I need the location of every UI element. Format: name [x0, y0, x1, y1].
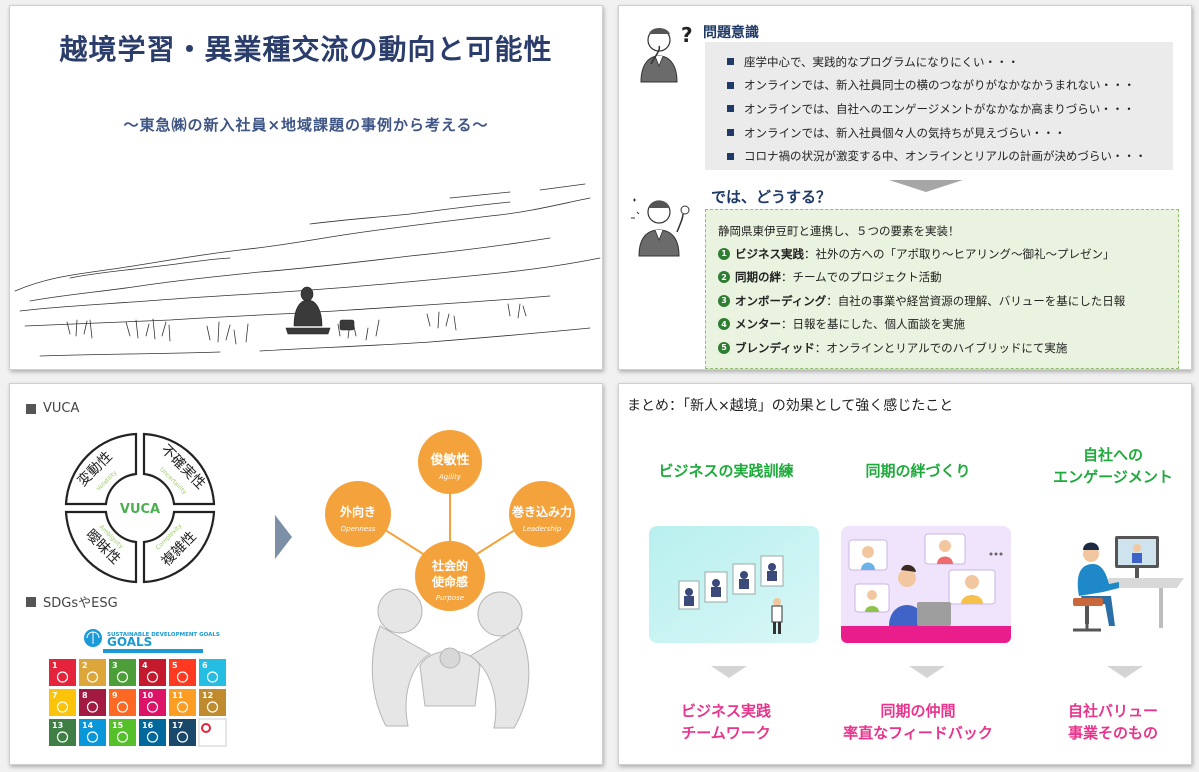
sdg-goal-number: 12 [202, 691, 213, 700]
summary-title: まとめ：「新人×越境」の効果として強く感じたこと [627, 398, 954, 414]
sdg-goal-icon [176, 701, 189, 713]
svg-text:VUCA: VUCA [120, 502, 160, 517]
slide1-title: 越境学習・異業種交流の動向と可能性 [59, 33, 553, 66]
svg-text:社会的: 社会的 [431, 558, 468, 573]
sdg-goal-number: 1 [52, 661, 58, 670]
down-arrow-icon [889, 180, 963, 192]
svg-text:Agility: Agility [438, 473, 462, 481]
column-3-outcome: 自社バリュー 事業そのもの [1067, 702, 1158, 742]
agility-circle: 俊敏性 Agility [418, 430, 482, 494]
solution-intro: 静岡県東伊豆町と連携し、５つの要素を実装！ [718, 223, 960, 238]
sdg-goal-icon [56, 731, 69, 743]
sdg-goal-number: 10 [142, 691, 154, 700]
sdg-goal-icon [116, 731, 129, 743]
problem-heading: 問題意識 [703, 25, 759, 41]
sdg-goal-icon [86, 671, 99, 683]
sdg-goal-number: 16 [142, 721, 154, 730]
vuca-diagram: VUCA 変動性 Volatility 不確実性 Uncertainty 複雑性… [64, 432, 216, 584]
slide-problem[interactable]: ? 問題意識 座学中心で、実践的なプログラムになりにくい・・・ オンラインでは、… [618, 5, 1192, 370]
sdg-goal-number: 2 [82, 661, 88, 670]
openness-circle: 外向き Openness [325, 481, 391, 547]
svg-text:俊敏性: 俊敏性 [430, 452, 469, 468]
sdg-goal-number: 5 [172, 661, 178, 670]
list-item: オンラインでは、自社へのエンゲージメントがなかなか高まりづらい・・・ [715, 97, 1163, 121]
sdg-goal-icon [116, 701, 129, 713]
slide-vuca-sdgs[interactable]: VUCA VUCA 変動性 Volatility 不確実性 Uncertaint… [9, 383, 603, 765]
column-1-heading: ビジネスの実践訓練 [658, 462, 794, 480]
list-item: 座学中心で、実践的なプログラムになりにくい・・・ [715, 50, 1163, 74]
sdg-goal-icon [86, 701, 99, 713]
svg-text:Leadership: Leadership [523, 525, 562, 533]
remote-worker-illustration [1059, 526, 1189, 643]
skills-diagram: 俊敏性 Agility 外向き Openness 巻き込み力 Leadershi… [325, 430, 575, 729]
sdg-goal-number: 9 [112, 691, 118, 700]
slide-title[interactable]: 越境学習・異業種交流の動向と可能性 ～東急㈱の新入社員×地域課題の事例から考える… [9, 5, 603, 370]
presentation-illustration [649, 526, 819, 643]
right-arrow-icon [275, 515, 292, 559]
sdg-goal-icon [206, 671, 219, 683]
list-item: オンラインでは、新入社員個々人の気持ちが見えづらい・・・ [715, 121, 1163, 145]
vuca-label: VUCA [26, 401, 79, 416]
column-2-outcome: 同期の仲間 率直なフィードバック [843, 702, 993, 742]
down-arrow-icon [909, 666, 945, 678]
sdg-goal-icon [146, 671, 159, 683]
sdg-goal-number: 13 [52, 721, 63, 730]
svg-text:Openness: Openness [341, 525, 376, 533]
sdg-goal-number: 3 [112, 661, 118, 670]
thinking-person-icon: ? [640, 23, 693, 83]
sdg-goal-icon [56, 671, 69, 683]
down-arrow-icon [711, 666, 747, 678]
idea-person-icon [631, 198, 690, 257]
svg-text:使命感: 使命感 [431, 574, 468, 589]
sdg-goal-number: 14 [82, 721, 94, 730]
sdg-goal-number: 15 [112, 721, 124, 730]
solution-heading: では、どうする？ [711, 188, 832, 206]
sdg-goal-number: 11 [172, 691, 184, 700]
sdg-goal-icon [146, 731, 159, 743]
sdg-goal-icon [146, 701, 159, 713]
slide1-subtitle: ～東急㈱の新入社員×地域課題の事例から考える～ [123, 116, 489, 134]
sdg-goal-number: 4 [142, 661, 148, 670]
purpose-circle: 社会的 使命感 Purpose [415, 541, 485, 611]
sdg-logo-tile [198, 718, 227, 747]
sdg-goal-number: 7 [52, 691, 58, 700]
sdg-goal-icon [176, 731, 189, 743]
sdg-goal-icon [176, 671, 189, 683]
sdg-goal-number: 8 [82, 691, 88, 700]
svg-text:SUSTAINABLE DEVELOPMENT GOALS: SUSTAINABLE DEVELOPMENT GOALS [107, 632, 220, 638]
column-1-outcome: ビジネス実践 チームワーク [680, 702, 771, 742]
sdg-goal-number: 6 [202, 661, 208, 670]
list-item: コロナ禍の状況が激変する中、オンラインとリアルの計画が決めづらい・・・ [715, 144, 1163, 168]
sdg-goal-icon [56, 701, 69, 713]
leadership-circle: 巻き込み力 Leadership [509, 481, 575, 547]
svg-text:Purpose: Purpose [436, 594, 464, 602]
column-2-heading: 同期の絆づくり [865, 462, 971, 480]
svg-text:?: ? [681, 23, 693, 47]
svg-text:外向き: 外向き [340, 504, 376, 519]
sdg-goal-icon [86, 731, 99, 743]
sdg-goal-number: 17 [172, 721, 183, 730]
down-arrow-icon [1107, 666, 1143, 678]
sdg-goal-icon [116, 671, 129, 683]
column-3-heading: 自社への エンゲージメント [1053, 446, 1173, 486]
sdg-wheel-icon [201, 723, 211, 733]
problem-list: 座学中心で、実践的なプログラムになりにくい・・・ オンラインでは、新入社員同士の… [705, 42, 1173, 170]
landscape-sketch-image [14, 183, 601, 357]
sdgs-label: SDGsやESG [26, 592, 118, 611]
svg-text:GOALS: GOALS [107, 635, 152, 649]
video-call-illustration [841, 526, 1011, 643]
sdg-goal-icon [206, 701, 219, 713]
list-item: オンラインでは、新入社員同士の横のつながりがなかなかうまれない・・・ [715, 74, 1163, 98]
slide-summary[interactable]: まとめ：「新人×越境」の効果として強く感じたこと ビジネスの実践訓練 同期の絆づ… [618, 383, 1192, 765]
svg-text:巻き込み力: 巻き込み力 [511, 504, 572, 519]
